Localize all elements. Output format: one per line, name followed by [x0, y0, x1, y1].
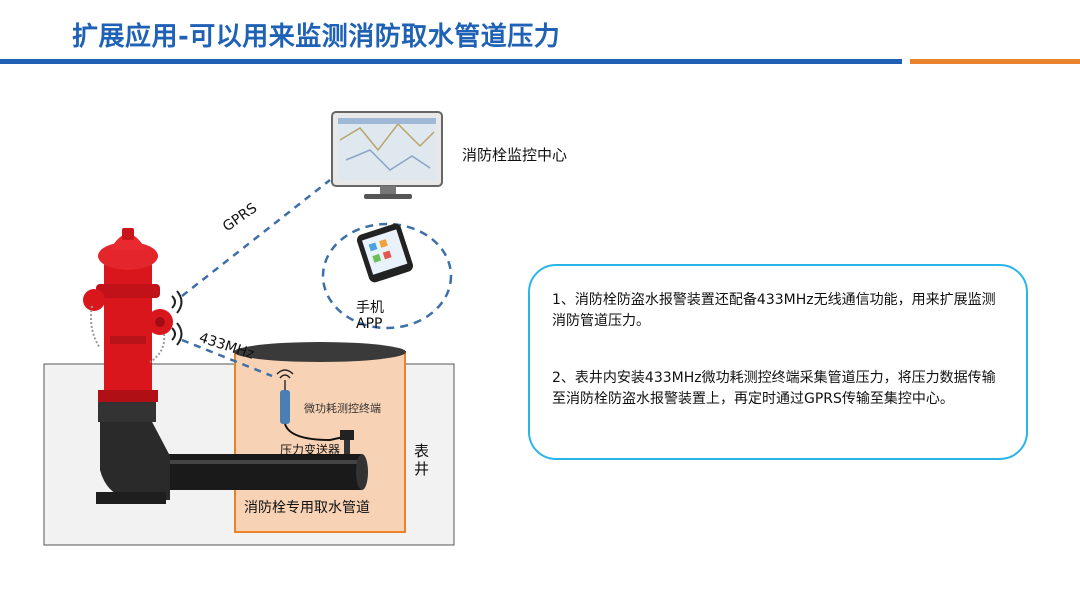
pipe-label: 消防栓专用取水管道 [244, 500, 370, 516]
monitor-center-label: 消防栓监控中心 [462, 146, 568, 164]
water-pipe [150, 454, 362, 490]
hydrant-elbow [100, 418, 170, 500]
fire-hydrant [83, 228, 173, 402]
header-divider-orange [910, 59, 1080, 64]
description-point-2: 2、表井内安装433MHz微功耗测控终端采集管道压力，将压力数据传输至消防栓防盗… [552, 370, 996, 407]
pressure-sensor-label: 压力变送器 [280, 443, 341, 457]
meter-well [234, 351, 406, 533]
well-label: 表井 [414, 442, 430, 478]
description-box: 1、消防栓防盗水报警装置还配备433MHz无线通信功能，用来扩展监测消防管道压力… [528, 264, 1028, 460]
terminal-label: 微功耗测控终端 [304, 402, 381, 415]
gprs-link [181, 179, 331, 297]
description-point-1: 1、消防栓防盗水报警装置还配备433MHz无线通信功能，用来扩展监测消防管道压力… [552, 292, 996, 329]
mobile-app-zone [321, 222, 453, 330]
phone-app-label-line1: 手机 [356, 300, 384, 316]
link-433mhz [181, 338, 273, 378]
meter-well-lid [234, 342, 406, 362]
terminal-device [276, 369, 354, 454]
smartphone-icon [356, 223, 414, 283]
monitor-icon [331, 111, 443, 199]
page-title: 扩展应用-可以用来监测消防取水管道压力 [72, 22, 561, 52]
phone-app-label-line2: APP [356, 316, 383, 332]
hydrant-signal-icon [171, 290, 183, 346]
header-divider-blue [0, 59, 902, 64]
